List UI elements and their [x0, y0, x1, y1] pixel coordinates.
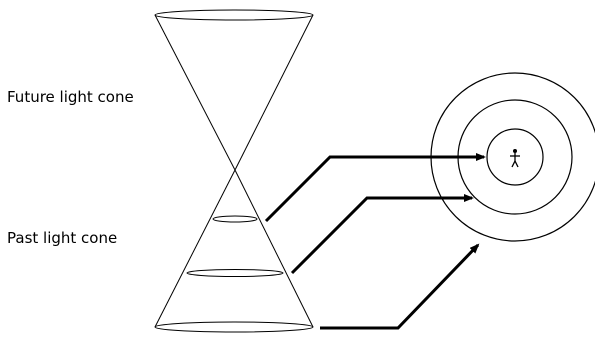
arrow-slice-1	[264, 153, 486, 223]
projection-arrows	[264, 153, 486, 330]
future-cone-rim	[154, 9, 314, 21]
person-icon	[510, 149, 520, 168]
past-cone-rim	[154, 321, 314, 333]
future-cone-right-edge	[234, 14, 314, 171]
past-light-cone-label: Past light cone	[7, 229, 118, 247]
future-cone-left-edge	[154, 14, 236, 171]
past-cone-slice-1	[212, 215, 258, 223]
past-cone-slice-2	[186, 269, 284, 277]
past-cone-left-edge	[154, 169, 236, 328]
light-cone	[154, 9, 314, 333]
future-light-cone-label: Future light cone	[7, 88, 134, 106]
past-cone-right-edge	[234, 169, 314, 328]
inner-circle	[486, 128, 544, 186]
arrow-slice-2	[290, 194, 474, 275]
arrow-rim	[320, 243, 480, 330]
